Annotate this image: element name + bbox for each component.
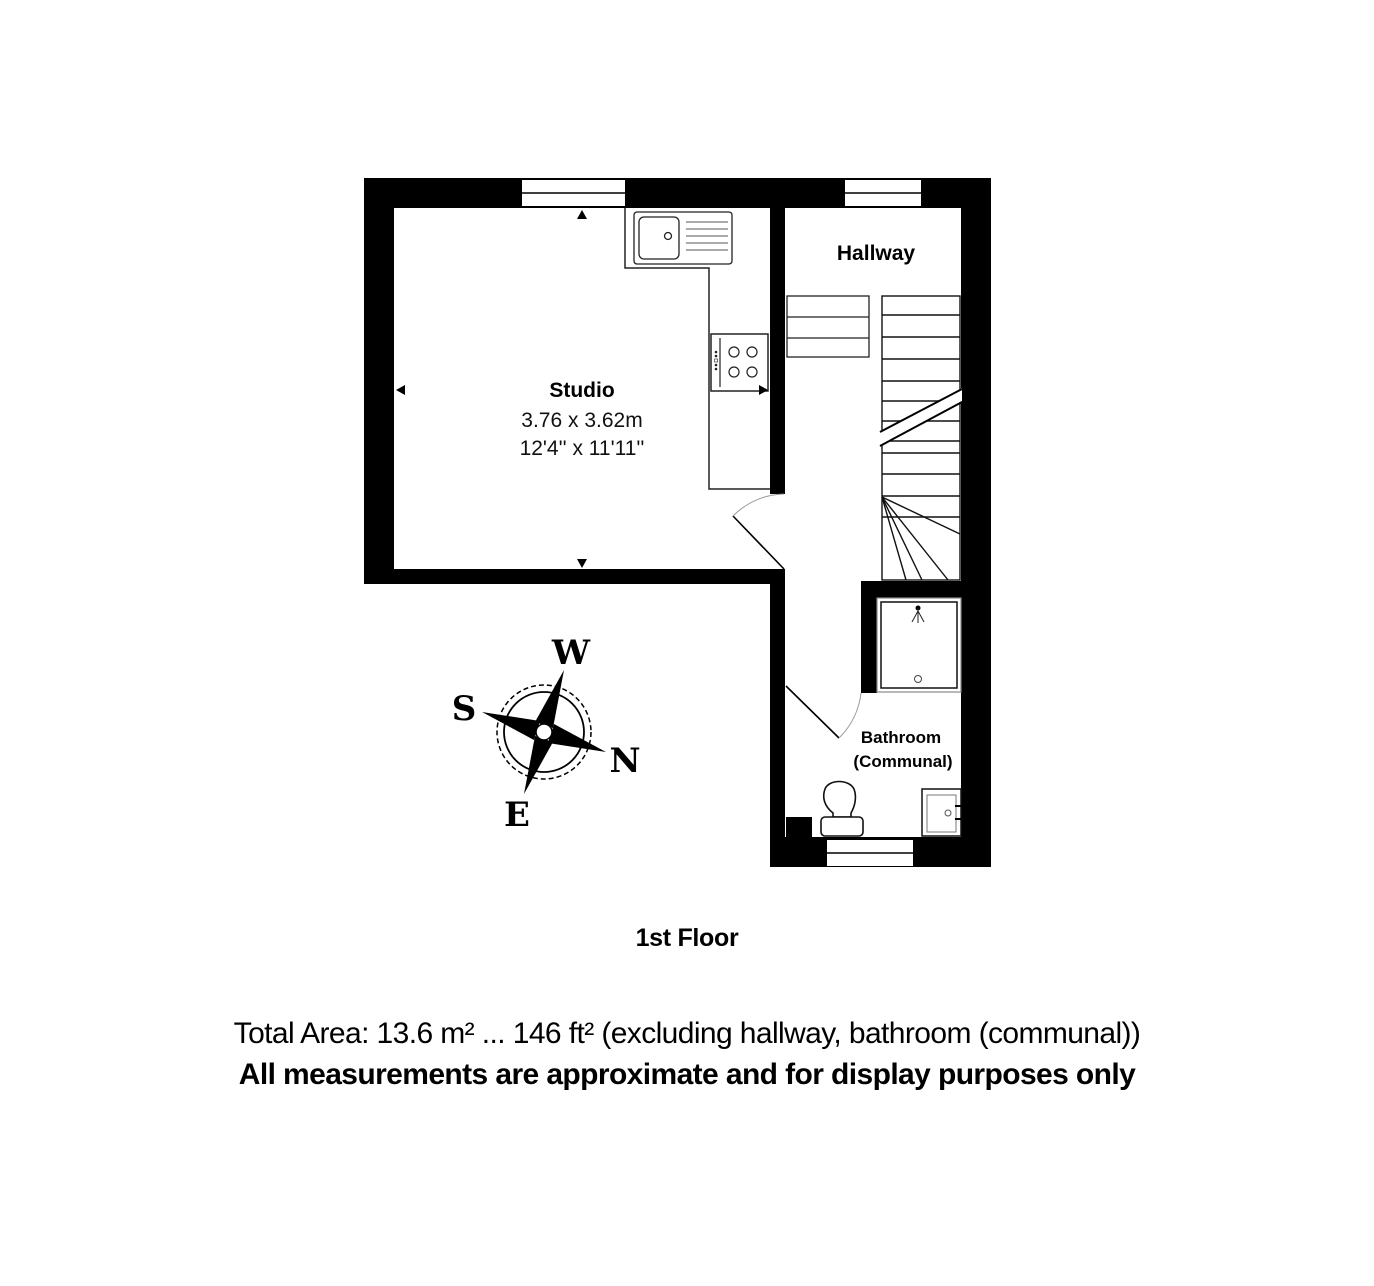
floor-title: 1st Floor (635, 924, 739, 952)
studio-dim-metric: 3.76 x 3.62m (521, 409, 642, 432)
window-bathroom (827, 840, 913, 866)
kitchen-worktop (624, 208, 770, 490)
dimension-arrows (396, 210, 768, 568)
stair-break-line (879, 388, 963, 447)
hob-icon (710, 333, 769, 392)
studio-label: Studio (549, 379, 614, 402)
window-hallway (845, 180, 921, 206)
hallway-label: Hallway (837, 242, 916, 265)
walls (364, 178, 991, 867)
sink-icon (633, 211, 733, 265)
compass-label-n: N (609, 741, 640, 781)
total-area-text: Total Area: 13.6 m² ... 146 ft² (excludi… (233, 1017, 1141, 1050)
compass-label-e: E (504, 795, 530, 835)
compass-rose-icon (482, 670, 606, 794)
studio-dim-imperial: 12'4'' x 11'11'' (520, 437, 645, 460)
compass-label-s: S (452, 689, 477, 729)
door-studio (732, 493, 785, 570)
bathroom-label-line2: (Communal) (853, 752, 952, 771)
compass-label-w: W (551, 633, 591, 673)
shower-tray-icon (876, 597, 962, 693)
bathroom-label: Bathroom (861, 728, 941, 747)
stairs-small (786, 295, 870, 358)
basin-icon (921, 788, 962, 837)
door-bathroom (785, 685, 862, 739)
window-studio (522, 180, 625, 206)
toilet-icon (820, 780, 864, 837)
disclaimer-text: All measurements are approximate and for… (238, 1058, 1136, 1091)
